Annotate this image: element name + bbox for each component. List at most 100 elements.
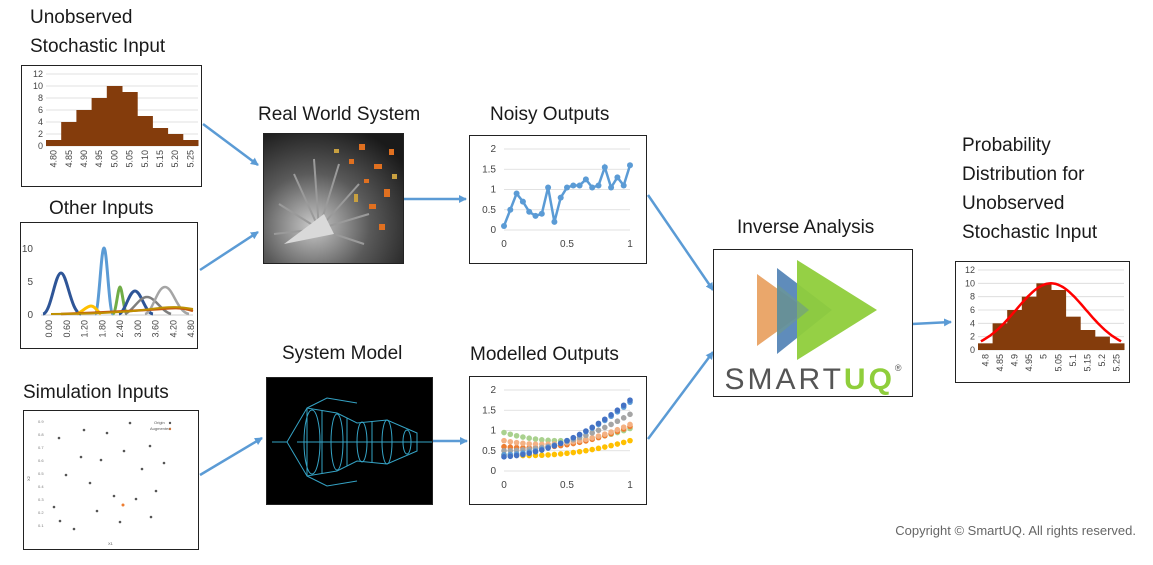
data-point [608, 421, 614, 428]
x-tick-label: 4.80 [186, 320, 196, 338]
y-tick-label: 0 [490, 225, 496, 236]
data-point [526, 450, 532, 457]
data-point [608, 429, 614, 435]
data-point [564, 450, 570, 457]
other-ytick: 10 [22, 244, 34, 255]
data-point [545, 452, 551, 458]
data-point [545, 184, 552, 191]
hist-bar [1051, 290, 1067, 350]
data-point [513, 432, 520, 439]
y-tick-label: 8 [38, 93, 43, 103]
result-title: Probability Distribution for Unobserved … [962, 135, 1098, 243]
y-tick-label: 6 [970, 305, 975, 315]
data-point [589, 446, 595, 453]
data-point [551, 218, 558, 225]
x-tick-label: 3.00 [133, 320, 143, 338]
data-point [589, 424, 595, 431]
data-point [595, 433, 602, 439]
data-point [564, 437, 570, 444]
other-ytick: 0 [27, 310, 33, 321]
sim-ylabel: X2 [26, 475, 31, 481]
data-point [570, 449, 577, 456]
data-point [627, 397, 633, 403]
svg-text:0.9: 0.9 [38, 419, 44, 424]
y-tick-label: 2 [38, 129, 43, 139]
unobserved-input-title: Unobserved Stochastic Input [30, 7, 166, 57]
hist-bar [167, 134, 184, 146]
hist-bar [152, 128, 169, 146]
x-tick-label: 5.05 [125, 150, 135, 168]
hist-bar [1094, 336, 1110, 350]
x-tick-label: 4.9 [1010, 354, 1020, 367]
data-point [576, 431, 583, 438]
smartuq-logo-text: SMARTUQ® [724, 363, 902, 396]
data-point [520, 434, 526, 440]
data-point [602, 444, 608, 450]
data-point [614, 174, 621, 181]
y-tick-label: 1 [490, 185, 496, 196]
legend-origin: Origin [154, 420, 165, 425]
data-point [576, 182, 583, 189]
data-point [526, 435, 532, 441]
data-point [526, 441, 532, 447]
data-point [513, 452, 520, 459]
simulation-inputs-title: Simulation Inputs [23, 382, 169, 403]
data-point [532, 441, 539, 447]
data-point [539, 437, 545, 443]
data-point [614, 407, 621, 413]
hist-bar [1109, 343, 1125, 350]
data-point [589, 184, 596, 191]
y-tick-label: 4 [38, 117, 43, 127]
real-world-system-title: Real World System [258, 104, 421, 125]
hist-bar [61, 122, 77, 146]
x-tick-label: 0 [501, 239, 507, 250]
data-point [608, 184, 615, 191]
svg-text:0.6: 0.6 [38, 458, 44, 463]
y-tick-label: 2 [490, 385, 496, 396]
data-point [513, 190, 520, 197]
data-point [507, 453, 514, 460]
data-point [601, 164, 608, 171]
y-tick-label: 0.5 [482, 446, 496, 457]
smartuq-logo-box: SMARTUQ® [713, 249, 913, 397]
data-point [501, 443, 507, 450]
data-point [627, 421, 633, 428]
svg-text:0.7: 0.7 [38, 445, 44, 450]
simulation-inputs-chart: Origin Augmented X1 X2 0.90.80.70.6 0.50… [26, 419, 172, 546]
x-tick-label: 5.1 [1068, 354, 1078, 367]
data-point [627, 162, 633, 169]
hist-bar [91, 98, 108, 146]
data-point [526, 208, 533, 215]
y-tick-label: 10 [965, 278, 975, 288]
modelled-outputs-title: Modelled Outputs [470, 344, 619, 365]
series-line [502, 163, 632, 227]
data-point [545, 437, 551, 444]
svg-text:0.5: 0.5 [38, 471, 44, 476]
data-point [539, 452, 545, 459]
data-point [570, 434, 577, 441]
x-tick-label: 1.80 [97, 320, 107, 338]
data-point [519, 198, 526, 205]
y-tick-label: 0.5 [482, 205, 496, 216]
hist-bar [106, 86, 123, 146]
hist-bar [1007, 310, 1023, 350]
y-tick-label: 2 [490, 144, 496, 155]
x-tick-label: 0.5 [560, 239, 574, 250]
copyright-text: Copyright © SmartUQ. All rights reserved… [895, 523, 1136, 538]
data-point [583, 428, 589, 434]
data-point [608, 412, 614, 418]
data-point [614, 441, 621, 447]
y-tick-label: 1.5 [482, 405, 496, 416]
x-tick-label: 5.00 [109, 150, 119, 168]
data-point [539, 447, 545, 453]
y-tick-label: 0 [38, 141, 43, 151]
data-point [551, 451, 558, 458]
system-model-image [266, 377, 433, 505]
data-point [602, 424, 608, 431]
